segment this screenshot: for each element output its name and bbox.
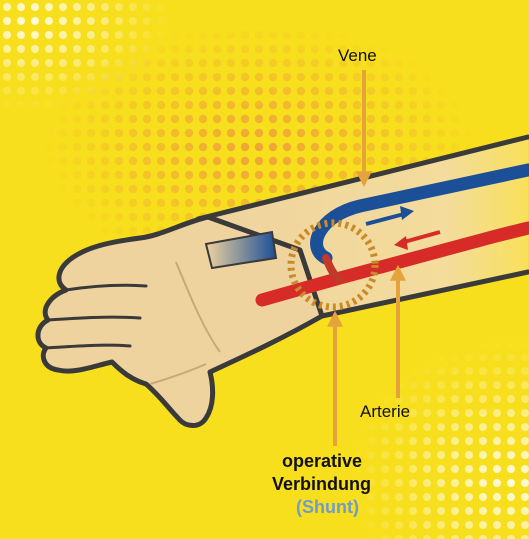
label-connection-line1: operative [282,451,362,472]
label-shunt: (Shunt) [296,497,359,518]
label-artery: Arterie [360,402,410,422]
label-connection-line2: Verbindung [272,474,371,495]
label-vein: Vene [338,46,377,66]
